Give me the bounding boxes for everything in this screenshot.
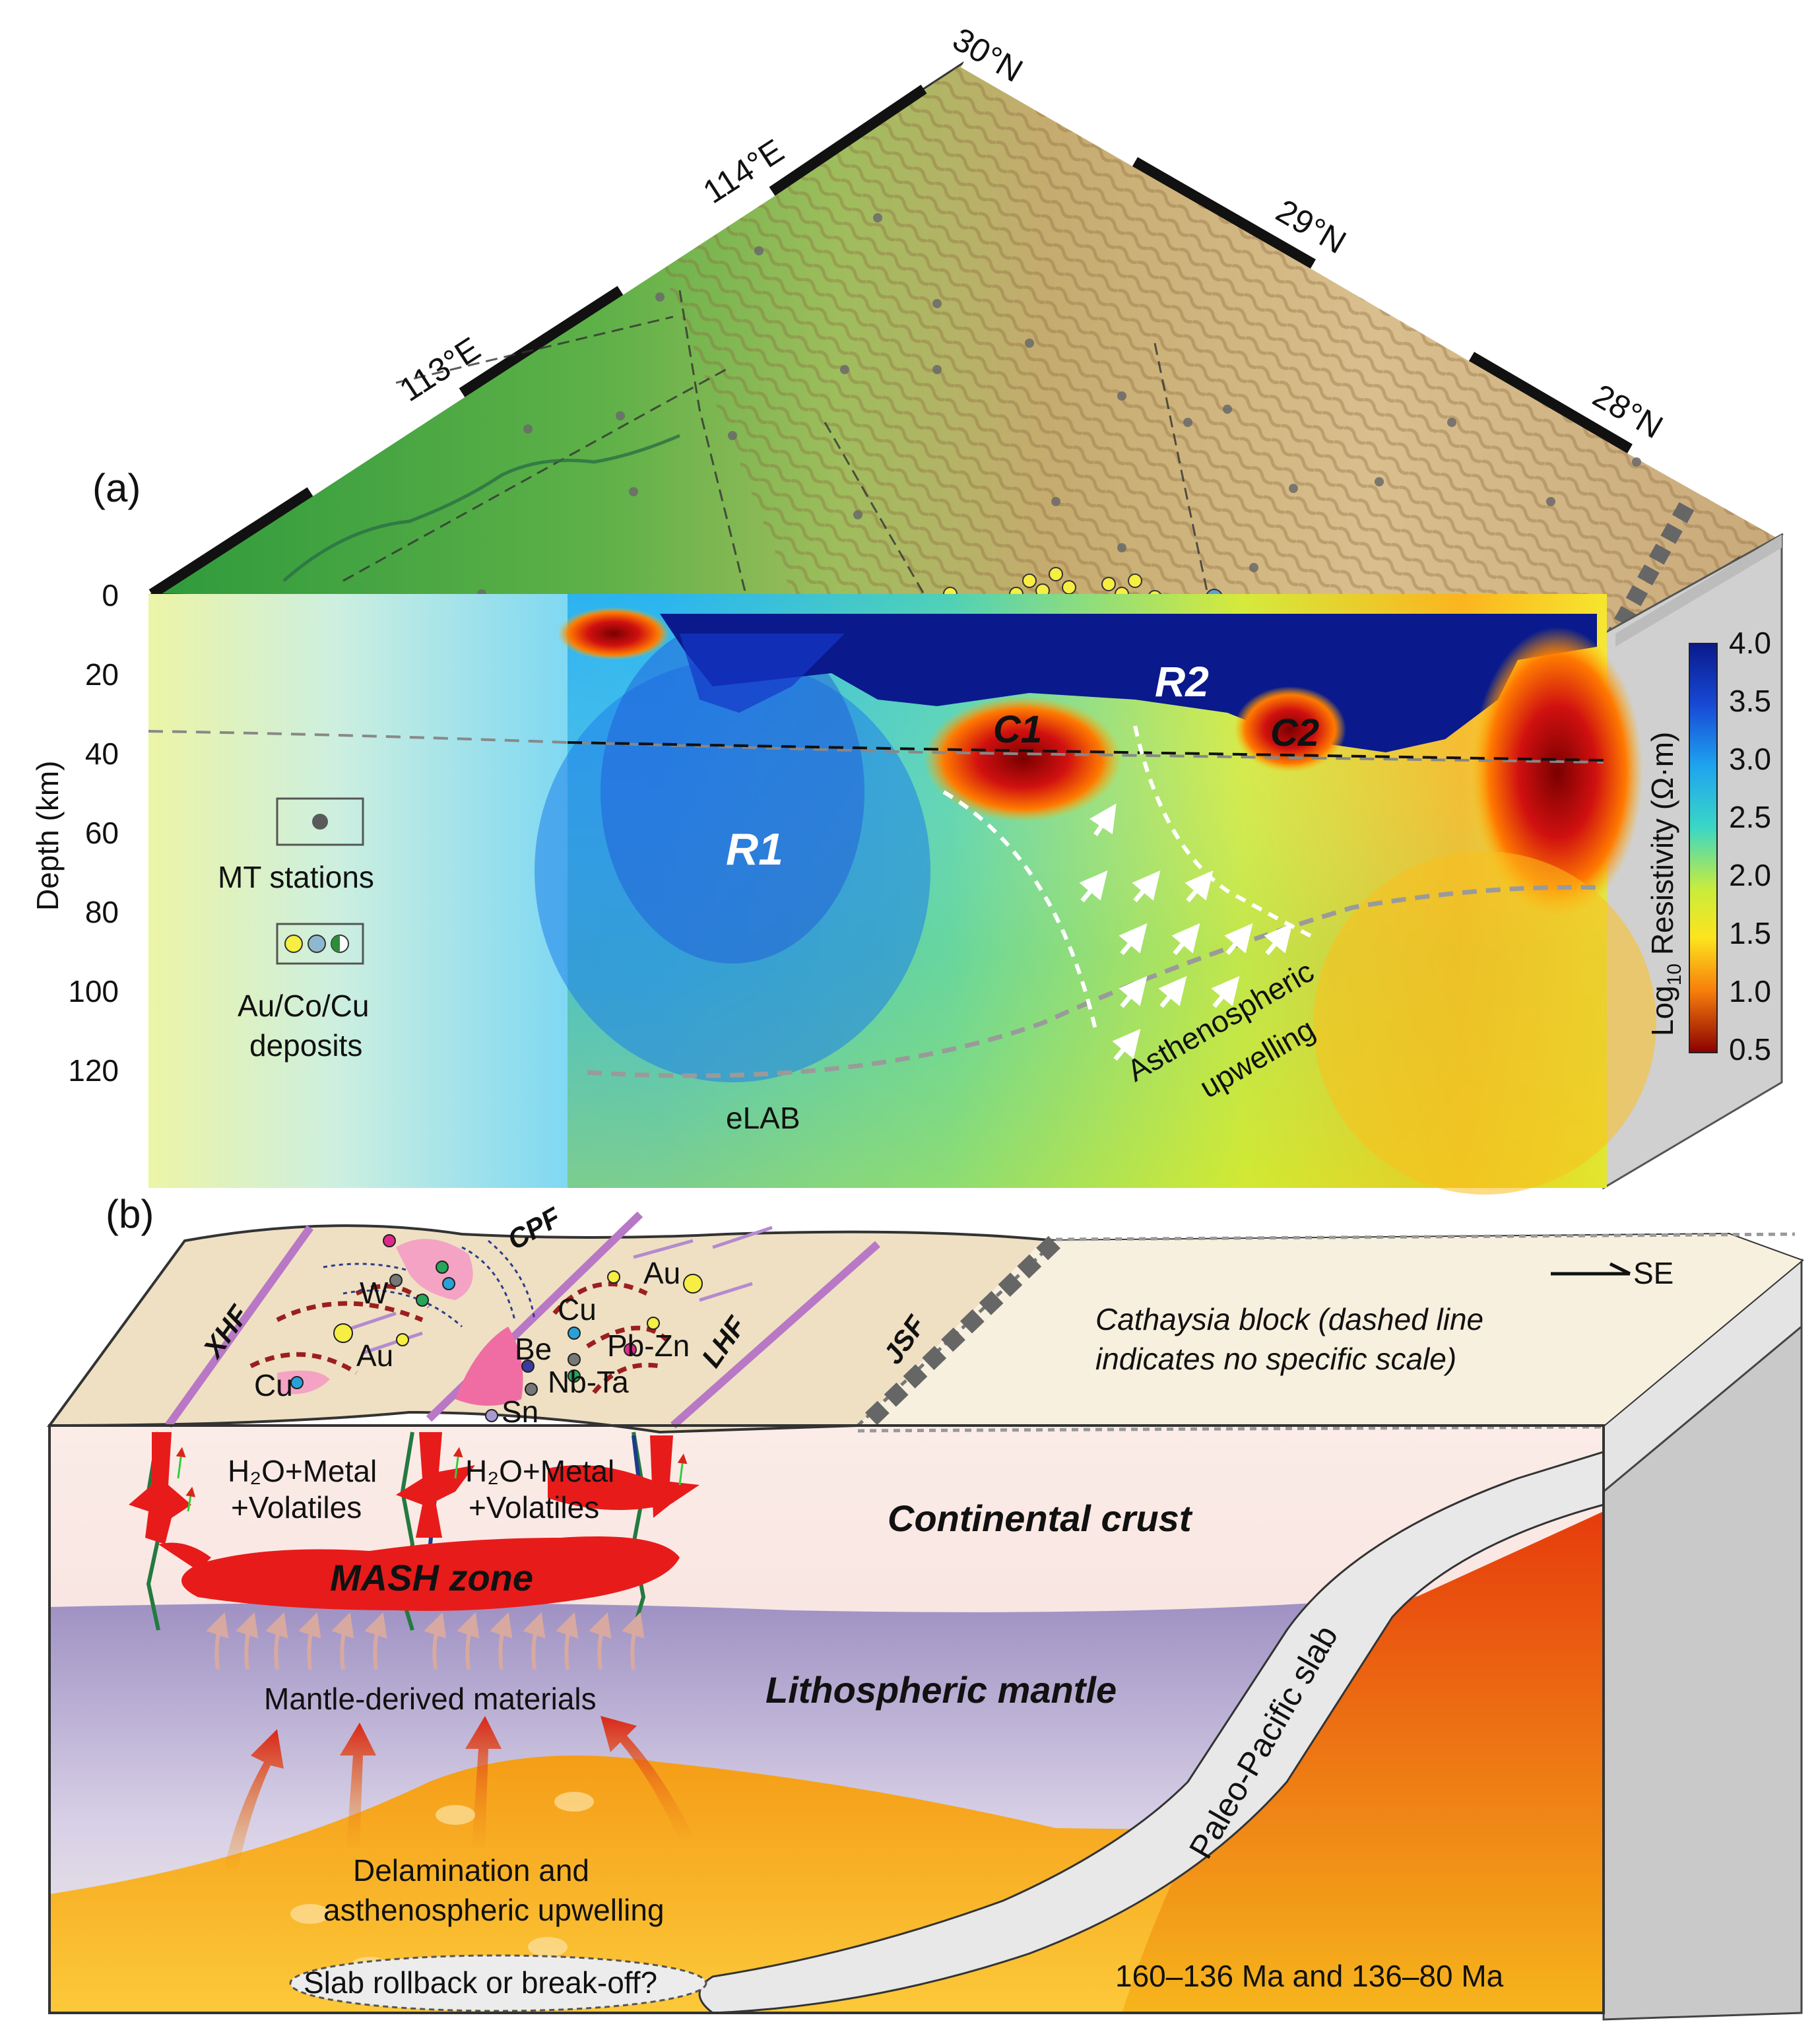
- label-delamination-1: Delamination and: [353, 1853, 589, 1888]
- anomaly-c1: [924, 696, 1122, 822]
- depth-axis: 0 20 40 60 80 100 120 Depth (km): [30, 578, 119, 1088]
- svg-text:4.0: 4.0: [1729, 626, 1771, 660]
- paleo-pacific-slab: [698, 1450, 1605, 2014]
- panel-b: (b): [47, 1192, 1804, 2021]
- svg-text:80: 80: [85, 895, 119, 929]
- mineral-occurrences: [290, 1234, 703, 1422]
- svg-text:100: 100: [68, 974, 119, 1008]
- mantle-flux-arrows: [206, 1612, 645, 1670]
- label-c1: C1: [993, 708, 1042, 751]
- svg-text:Pb-Zn: Pb-Zn: [607, 1329, 690, 1363]
- svg-text:deposits: deposits: [249, 1028, 362, 1063]
- cathaysia-text-2: indicates no specific scale): [1095, 1342, 1456, 1376]
- label-mantle-materials: Mantle-derived materials: [264, 1682, 597, 1716]
- cathaysia-text-1: Cathaysia block (dashed line: [1095, 1302, 1483, 1336]
- label-delamination-2: asthenospheric upwelling: [323, 1893, 665, 1927]
- label-elab: eLAB: [726, 1101, 800, 1135]
- svg-text:Depth (km): Depth (km): [30, 761, 65, 911]
- svg-text:2.0: 2.0: [1729, 858, 1771, 892]
- label-lithospheric-mantle: Lithospheric mantle: [765, 1669, 1117, 1711]
- svg-text:3.0: 3.0: [1729, 742, 1771, 776]
- svg-text:1.0: 1.0: [1729, 974, 1771, 1008]
- colorbar: 4.0 3.5 3.0 2.5 2.0 1.5 1.0 0.5 Log10 Re…: [1645, 626, 1771, 1067]
- svg-text:Nb-Ta: Nb-Ta: [548, 1365, 629, 1399]
- svg-text:3.5: 3.5: [1729, 684, 1771, 718]
- anomaly-c2: [1234, 686, 1346, 772]
- svg-text:Au: Au: [643, 1256, 680, 1290]
- direction-indicator: SE: [1551, 1256, 1674, 1290]
- svg-text:Be: Be: [515, 1332, 552, 1366]
- resistivity-section: [148, 594, 1656, 1195]
- fluids-2-line-1: H₂O+Metal: [465, 1454, 614, 1488]
- svg-text:120: 120: [68, 1053, 119, 1088]
- map-mt-stations: [477, 213, 1641, 599]
- svg-text:60: 60: [85, 816, 119, 850]
- svg-text:0.5: 0.5: [1729, 1032, 1771, 1067]
- rollback-question: Slab rollback or break-off?: [289, 1954, 707, 2012]
- svg-text:Au/Co/Cu: Au/Co/Cu: [238, 989, 369, 1023]
- svg-text:Log10 Resistivity (Ω·m): Log10 Resistivity (Ω·m): [1645, 732, 1685, 1036]
- svg-text:Cu: Cu: [254, 1368, 293, 1402]
- label-r1: R1: [726, 824, 783, 874]
- fluids-2-line-2: +Volatiles: [469, 1490, 599, 1525]
- svg-text:Slab rollback or break-off?: Slab rollback or break-off?: [304, 1965, 657, 2000]
- svg-text:2.5: 2.5: [1729, 800, 1771, 834]
- label-ages: 160–136 Ma and 136–80 Ma: [1115, 1959, 1504, 1993]
- fluids-1-line-2: +Volatiles: [231, 1490, 362, 1525]
- panel-a: 30°N 114°E 113°E 29°N 28°N (a): [30, 20, 1784, 1195]
- svg-text:40: 40: [85, 737, 119, 771]
- svg-text:Sn: Sn: [502, 1395, 538, 1429]
- mash-magma: [129, 1432, 699, 1611]
- panel-b-label: (b): [106, 1192, 154, 1236]
- svg-text:1.5: 1.5: [1729, 916, 1771, 950]
- svg-text:SE: SE: [1633, 1256, 1674, 1290]
- legend: MT stations Au/Co/Cu deposits: [218, 797, 374, 1063]
- svg-text:MT stations: MT stations: [218, 860, 374, 894]
- label-r2: R2: [1155, 658, 1209, 706]
- label-c2: C2: [1270, 711, 1319, 754]
- upwelling-arrows: [1079, 803, 1293, 1061]
- svg-text:Cu: Cu: [558, 1292, 597, 1327]
- upwelling-red-arrows: [224, 1716, 693, 1871]
- svg-text:20: 20: [85, 657, 119, 692]
- label-continental-crust: Continental crust: [888, 1497, 1193, 1539]
- mineral-labels: W Au Cu Cu Au Be Sn Nb-Ta Pb-Zn: [254, 1256, 690, 1429]
- label-mash-zone: MASH zone: [330, 1557, 533, 1598]
- fluids-1-line-1: H₂O+Metal: [228, 1454, 377, 1488]
- panel-a-label: (a): [92, 466, 141, 510]
- svg-text:Au: Au: [356, 1338, 393, 1373]
- svg-text:0: 0: [102, 578, 119, 612]
- svg-text:W: W: [360, 1276, 389, 1310]
